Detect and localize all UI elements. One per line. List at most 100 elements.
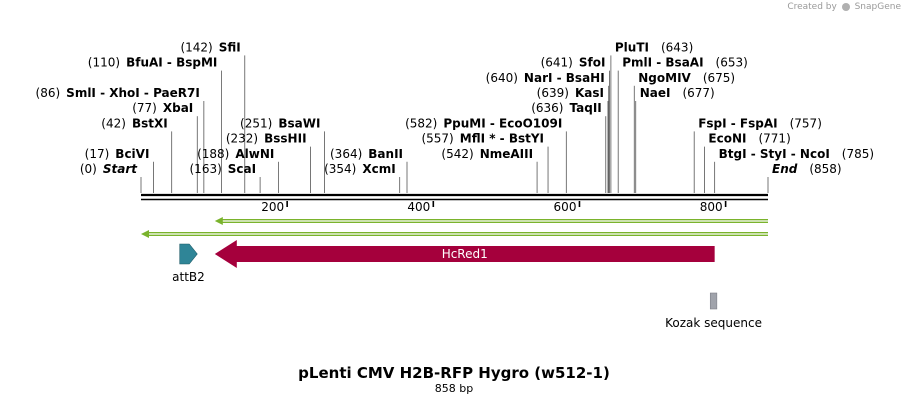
site-label-nmeaiii: (542) NmeAIII (441, 147, 533, 161)
site-name: BciVI (115, 147, 149, 161)
site-name: BtgI - StyI - NcoI (719, 147, 830, 161)
site-position: (858) (809, 162, 841, 176)
site-position: (636) (531, 101, 563, 115)
site-name: BfuAI - BspMI (126, 56, 217, 70)
feature-label-attb2: attB2 (172, 270, 205, 284)
site-name: XcmI (362, 162, 395, 176)
site-label-smli: (86) SmlI - XhoI - PaeR7I (36, 86, 200, 100)
site-label-scai: (163) ScaI (190, 162, 257, 176)
site-position: (542) (441, 147, 473, 161)
site-label-btgi: BtgI - StyI - NcoI (785) (719, 147, 874, 161)
site-label-sfoi: (641)SfoI (541, 56, 606, 70)
site-label-bfuai: (110) BfuAI - BspMI (88, 56, 218, 70)
site-label-nari: (640) NarI - BsaHI (486, 71, 605, 85)
site-label-pmli: PmlI - BsaAI (653) (622, 56, 748, 70)
site-label-taqii: (636) TaqII (531, 101, 602, 115)
site-position: (142) (180, 40, 212, 54)
site-position: (86) (36, 86, 61, 100)
orf-arrows (141, 217, 768, 238)
site-name: NgoMIV (638, 71, 691, 85)
site-leader-lines (140, 55, 769, 193)
site-name: NarI - BsaHI (524, 71, 605, 85)
site-position: (354) (324, 162, 356, 176)
site-name: SmlI - XhoI - PaeR7I (66, 86, 200, 100)
orf-arrowhead (141, 230, 149, 238)
ruler-tick-label: 400 (407, 200, 430, 214)
site-position: (188) (197, 147, 229, 161)
site-position: (653) (716, 56, 748, 70)
site-position: (557) (421, 132, 453, 146)
site-name: XbaI (163, 101, 193, 115)
site-position: (0) (80, 162, 97, 176)
site-position: (17) (85, 147, 110, 161)
site-name: NmeAIII (480, 147, 533, 161)
feature-hcred1 (214, 240, 715, 268)
site-name: AlwNI (235, 147, 274, 161)
site-name: KasI (575, 86, 604, 100)
site-name: ScaI (228, 162, 256, 176)
site-name: FspI - FspAI (698, 116, 777, 130)
snapgene-credit: Created by SnapGene (787, 2, 901, 12)
site-label-ngomiv: NgoMIV (675) (638, 71, 735, 85)
site-label-alwni: (188) AlwNI (197, 147, 274, 161)
restriction-site-labels: (0) Start(17) BciVI (42) BstXI(77) XbaI (86) Sm… (36, 40, 875, 176)
site-name: BsaWI (278, 116, 320, 130)
map-subtitle: 858 bp (435, 382, 473, 395)
site-name: SfiI (219, 40, 241, 54)
snapgene-logo-icon (841, 2, 850, 11)
site-label-banii: (364) BanII (330, 147, 403, 161)
site-position: (582) (405, 116, 437, 130)
feature-kozak (709, 292, 718, 310)
site-label-xbai: (77) XbaI (132, 101, 193, 115)
site-position: (785) (842, 147, 874, 161)
site-name: Start (103, 162, 138, 176)
ruler-tick-label: 800 (700, 200, 723, 214)
site-label-naei: NaeI(677) (640, 86, 715, 100)
site-label-sfii: (142) SfiI (180, 40, 240, 54)
ruler-tick-label: 200 (261, 200, 284, 214)
site-label-pluti: PluTI (643) (615, 40, 693, 54)
site-position: (232) (226, 132, 258, 146)
site-name: MflI * - BstYI (460, 132, 544, 146)
credit-prefix: Created by (787, 2, 837, 12)
site-position: (675) (703, 71, 735, 85)
site-position: (771) (758, 132, 790, 146)
feature-label-hcred1: HcRed1 (442, 247, 488, 261)
site-position: (757) (790, 116, 822, 130)
site-name: PluTI (615, 40, 649, 54)
site-position: (110) (88, 56, 120, 70)
site-position: (364) (330, 147, 362, 161)
site-position: (77) (132, 101, 157, 115)
ruler-tick-label: 600 (554, 200, 577, 214)
ruler-ticks: 200 400 600 800 (261, 200, 727, 214)
site-name: PmlI - BsaAI (622, 56, 703, 70)
site-position: (42) (101, 116, 126, 130)
site-position: (643) (661, 40, 693, 54)
site-label-start: (0) Start (80, 162, 138, 176)
site-label-bsawi: (251) BsaWI (240, 116, 320, 130)
feature-attb2 (179, 243, 198, 265)
feature-label-kozak: Kozak sequence (665, 316, 762, 330)
site-label-ppumi: (582)PpuMI - EcoO109I (405, 116, 562, 130)
site-position: (641) (541, 56, 573, 70)
site-label-bstxi: (42) BstXI (101, 116, 167, 130)
site-label-end: End (858) (772, 162, 842, 176)
site-position: (251) (240, 116, 272, 130)
site-label-xcmi: (354) XcmI (324, 162, 396, 176)
site-label-kasi: (639)KasI (537, 86, 604, 100)
site-name: BanII (368, 147, 403, 161)
site-label-fspi: FspI - FspAI (757) (698, 116, 822, 130)
site-name: NaeI (640, 86, 671, 100)
site-label-bcivi: (17) BciVI (85, 147, 150, 161)
dna-backbone (141, 193, 768, 201)
credit-brand: SnapGene (854, 2, 901, 12)
site-position: (640) (486, 71, 518, 85)
site-name: BssHII (264, 132, 306, 146)
site-label-mflii: (557) MflI * - BstYI (421, 132, 544, 146)
site-name: End (772, 162, 798, 176)
site-position: (163) (190, 162, 222, 176)
site-name: TaqII (570, 101, 602, 115)
site-name: BstXI (132, 116, 168, 130)
